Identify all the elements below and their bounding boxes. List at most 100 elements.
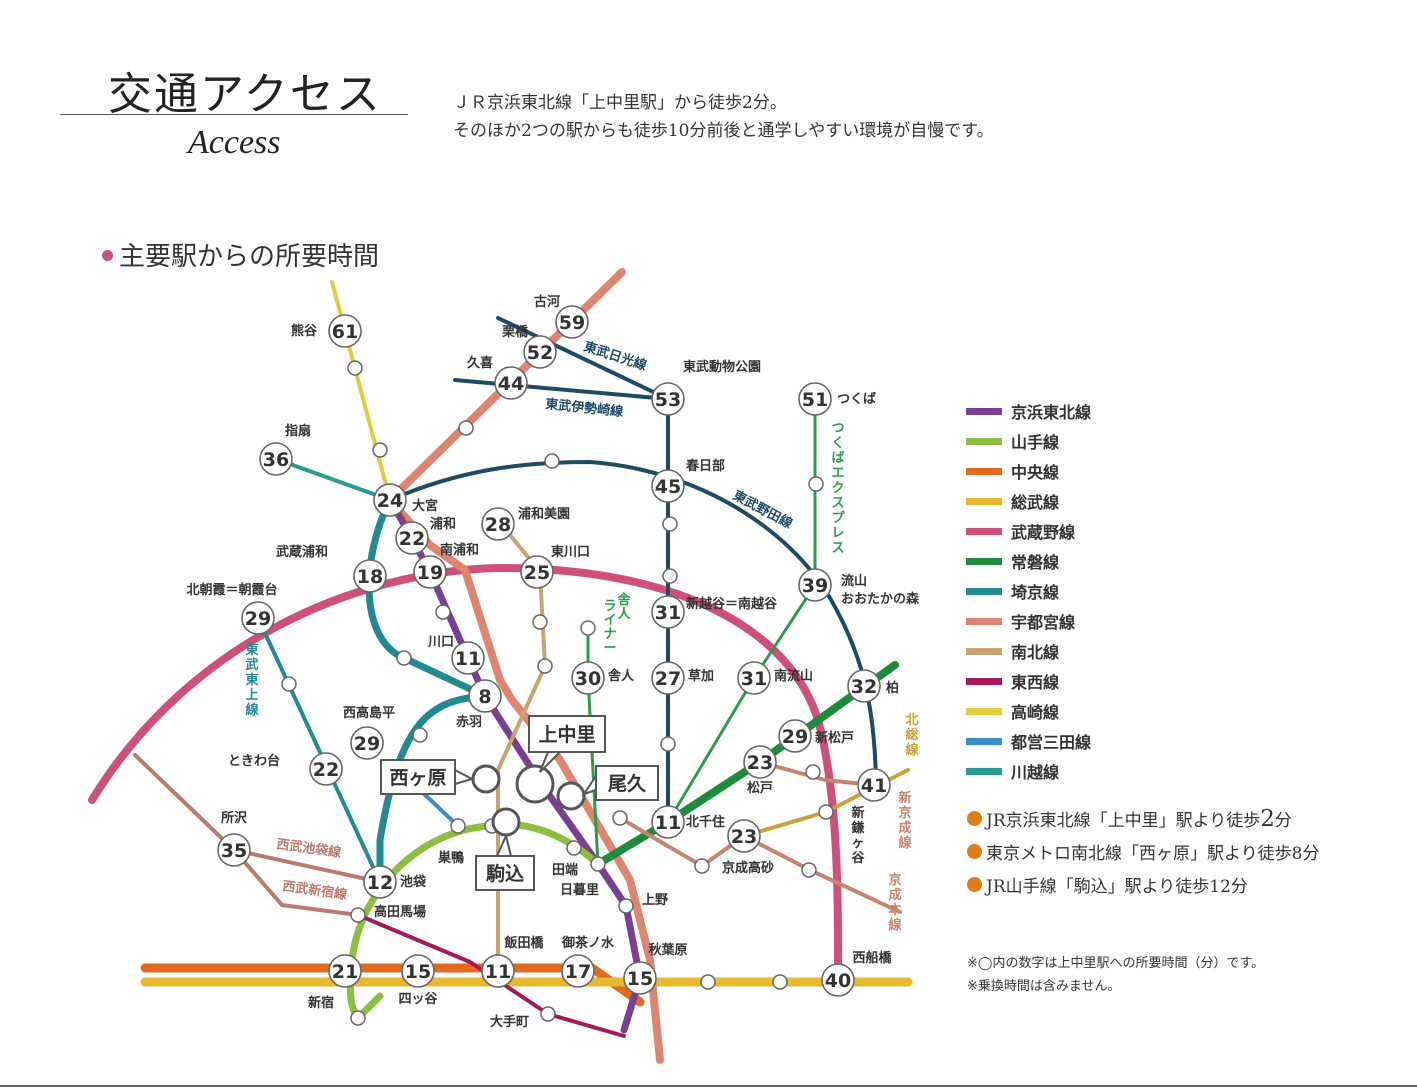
line-kawagoe (274, 457, 392, 502)
line-label: 本 (888, 902, 901, 918)
station-name: 新 (851, 805, 864, 821)
station-name: 新越谷＝南越谷 (686, 596, 778, 612)
minor-stop (372, 442, 388, 458)
station-name: 上野 (642, 893, 668, 908)
line-seibu-ikebukuro (133, 753, 382, 884)
station-name: 秋葉原 (648, 942, 687, 958)
line-label: ス (831, 541, 844, 556)
highlight-station-尾久: 尾久 (556, 765, 659, 811)
station-marker (241, 601, 275, 635)
line-label: ば (831, 451, 844, 466)
station-marker (571, 661, 605, 695)
station-marker (651, 805, 685, 839)
station-name: 西船橋 (852, 950, 892, 966)
station-name: 御茶ノ水 (561, 935, 615, 951)
station-name: 尾久 (608, 772, 647, 795)
station-marker (401, 954, 435, 988)
station-marker (555, 305, 589, 339)
section-heading-text: 主要駅からの所要時間 (119, 242, 380, 272)
station-minutes: 21 (332, 961, 358, 983)
station-name: 北千住 (686, 814, 725, 830)
station-marker (523, 335, 557, 369)
line-label: つ (831, 421, 844, 436)
legend-label: 南北線 (1011, 643, 1060, 662)
legend-item: 東西線 (966, 666, 1091, 696)
legend-item: 武蔵野線 (966, 516, 1091, 546)
callout-box (528, 715, 606, 753)
station-minutes: 40 (825, 970, 851, 992)
lead-text-1: ＪＲ京浜東北線「上中里駅」から徒歩2分。 (453, 93, 787, 113)
legend-label: 常磐線 (1011, 553, 1060, 572)
station-name: 武蔵浦和 (276, 544, 328, 560)
line-label: く (831, 436, 844, 451)
station-name: 流山 (841, 573, 867, 589)
station-name: 松戸 (747, 780, 773, 796)
station-marker (561, 954, 595, 988)
line-label: 線 (898, 835, 912, 851)
station-minutes: 29 (354, 733, 380, 755)
highlight-station-西ヶ原: 西ヶ原 (380, 759, 501, 795)
minor-stop (700, 974, 716, 990)
legend-label: 総武線 (1011, 493, 1060, 512)
callout-pointer (495, 832, 513, 857)
legend-item: 川越線 (966, 756, 1091, 786)
station-minutes: 23 (731, 826, 757, 848)
line-label: エ (831, 466, 844, 481)
station-name: 北朝霞＝朝霞台 (186, 582, 277, 598)
legend-label: 京浜東北線 (1011, 403, 1092, 422)
line-tobu-isesaki-north (453, 378, 670, 401)
line-tsukuba (666, 397, 817, 824)
walk-item: JR山手線「駒込」駅より徒歩12分 (967, 868, 1319, 901)
station-name: 大手町 (490, 1014, 529, 1030)
line-seibu-shinjuku (232, 848, 360, 917)
station-marker (481, 507, 515, 541)
station-marker (556, 781, 586, 811)
station-name: 東川口 (551, 544, 590, 560)
line-label: 成 (888, 887, 901, 903)
station-赤羽: 8赤羽 (456, 679, 502, 730)
minor-stop (537, 658, 553, 674)
station-name: 南浦和 (440, 542, 479, 558)
station-name: つくば (837, 392, 876, 407)
station-name: 指扇 (285, 423, 311, 439)
station-minutes: 59 (559, 312, 585, 334)
highlight-stations: 上中里西ヶ原尾久駒込 (380, 715, 659, 891)
minor-stop (350, 1010, 366, 1026)
legend-swatch (966, 467, 1002, 475)
line-label: 京 (898, 805, 911, 821)
legend-label: 高崎線 (1011, 703, 1060, 722)
station-minutes: 41 (861, 775, 887, 797)
station-minutes: 39 (802, 575, 828, 597)
station-minutes: 25 (524, 562, 550, 584)
station-name: 南流山 (774, 668, 813, 684)
station-marker (413, 555, 447, 589)
station-name: 草加 (688, 668, 714, 684)
page-title: 交通アクセス (108, 69, 382, 120)
station-name: 鎌 (850, 820, 864, 836)
station-marker (847, 669, 881, 703)
bullet-dot-icon (967, 844, 982, 859)
station-name: 池袋 (400, 874, 427, 890)
line-label: 東武日光線 (582, 339, 650, 375)
line-label: 成 (898, 820, 911, 836)
minor-stop (347, 360, 363, 376)
line-label: 新 (898, 790, 911, 806)
legend-label: 川越線 (1011, 763, 1060, 782)
legend-label: 宇都宮線 (1011, 613, 1076, 632)
lead-text-2: そのほか2つの駅からも徒歩10分前後と通学しやすい環境が自慢です。 (453, 121, 994, 141)
station-marker (373, 483, 407, 517)
legend-swatch (966, 617, 1002, 625)
station-marker (353, 559, 387, 593)
minor-stop (458, 420, 474, 436)
station-marker (623, 961, 657, 995)
legend-swatch (966, 587, 1002, 595)
station-minutes: 27 (655, 668, 681, 690)
